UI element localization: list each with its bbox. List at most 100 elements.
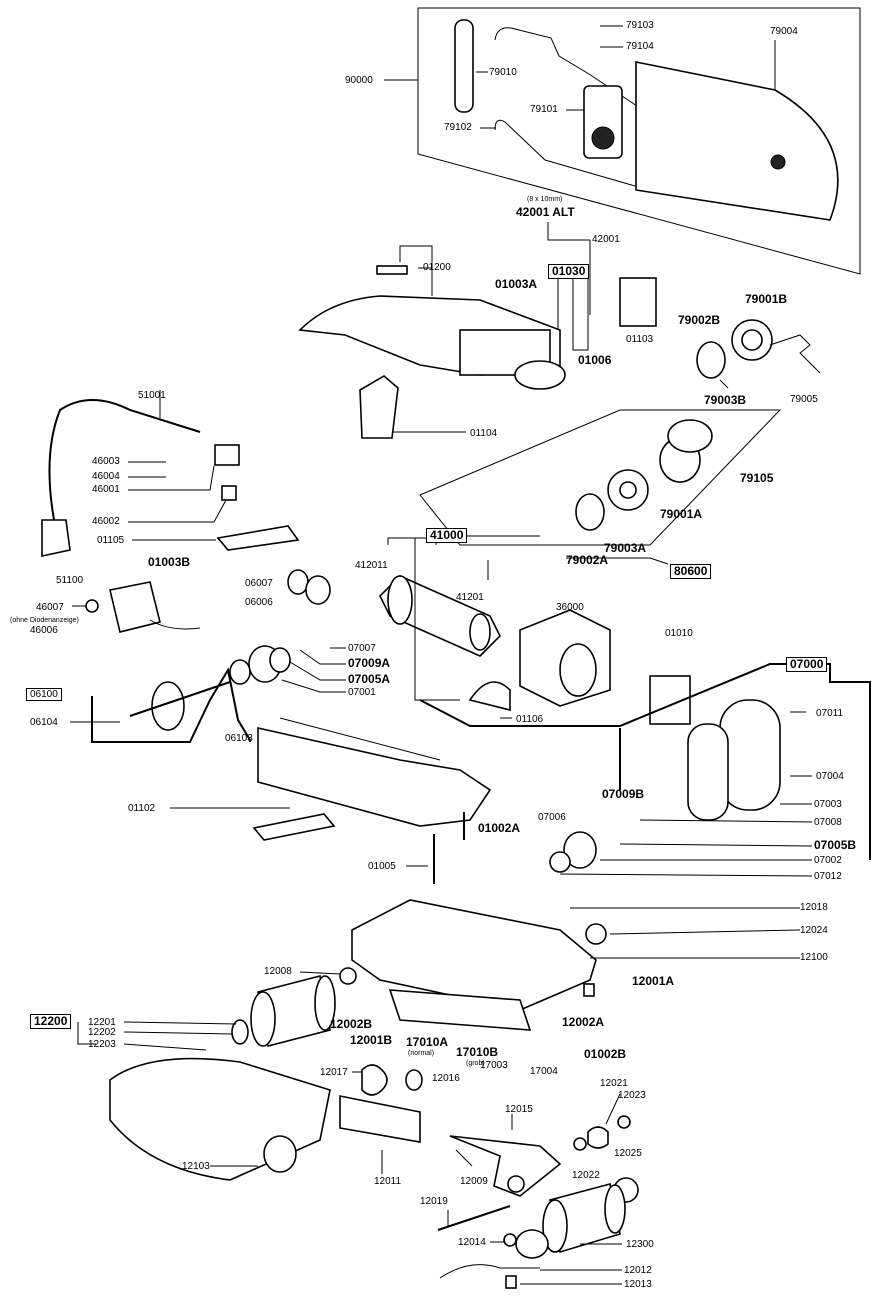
part-12100-frame bbox=[351, 899, 597, 1031]
part-01105 bbox=[216, 525, 300, 551]
label-12016: 12016 bbox=[432, 1073, 460, 1084]
label-42001: 42001 bbox=[592, 234, 620, 245]
label-01010: 01010 bbox=[665, 628, 693, 639]
label-12300: 12300 bbox=[626, 1239, 654, 1250]
label-36000: 36000 bbox=[556, 602, 584, 613]
label-12019: 12019 bbox=[420, 1196, 448, 1207]
label-12103: 12103 bbox=[182, 1161, 210, 1172]
part-79002b-ring bbox=[696, 341, 726, 379]
label-01105: 01105 bbox=[97, 535, 125, 546]
label-79003a: 79003A bbox=[604, 541, 647, 555]
label-12015: 12015 bbox=[505, 1104, 533, 1115]
label-01104: 01104 bbox=[470, 428, 498, 439]
label-46003: 46003 bbox=[92, 456, 120, 467]
label-42001-alt: 42001 ALT bbox=[516, 205, 575, 219]
label-12014: 12014 bbox=[458, 1237, 486, 1248]
label-79104: 79104 bbox=[626, 41, 654, 52]
label-79001b: 79001B bbox=[745, 292, 788, 306]
label-07005b: 07005B bbox=[814, 838, 857, 852]
part-79105-elbow bbox=[659, 419, 713, 483]
label-12012: 12012 bbox=[624, 1265, 652, 1276]
label-12002a: 12002A bbox=[562, 1015, 605, 1029]
label-12203: 12203 bbox=[88, 1039, 116, 1050]
part-79004-cover bbox=[635, 40, 839, 221]
label-90000: 90000 bbox=[345, 75, 373, 86]
part-79001b-adapter bbox=[731, 319, 821, 374]
label-46006: 46006 bbox=[30, 625, 58, 636]
label-12011: 12011 bbox=[374, 1176, 402, 1187]
label-17010b: 17010B bbox=[456, 1045, 499, 1059]
part-12012-wire bbox=[439, 1264, 540, 1279]
label-12017: 12017 bbox=[320, 1067, 348, 1078]
label-07002: 07002 bbox=[814, 855, 842, 866]
label-01003b: 01003B bbox=[148, 555, 191, 569]
label-07009b: 07009B bbox=[602, 787, 645, 801]
label-41000: 41000 bbox=[426, 528, 468, 543]
label-01106: 01106 bbox=[516, 714, 544, 725]
label-17004: 17004 bbox=[530, 1066, 558, 1077]
label-07008: 07008 bbox=[814, 817, 842, 828]
part-07001-pulley bbox=[248, 645, 291, 683]
part-07004-belt bbox=[687, 699, 781, 821]
part-07002-pulley bbox=[549, 831, 597, 873]
label-01102: 01102 bbox=[128, 803, 156, 814]
part-lower-housing bbox=[257, 717, 492, 827]
part-06100-drive bbox=[129, 681, 231, 731]
label-06100: 06100 bbox=[26, 688, 62, 701]
label-79002a: 79002A bbox=[566, 553, 609, 567]
label-01103: 01103 bbox=[626, 334, 654, 345]
part-51001-cable bbox=[48, 399, 201, 541]
label-06007: 06007 bbox=[245, 578, 273, 589]
label-01200: 01200 bbox=[423, 262, 451, 273]
part-01102 bbox=[252, 813, 336, 841]
label-06103: 06103 bbox=[225, 733, 253, 744]
label-79105: 79105 bbox=[740, 471, 774, 485]
part-01104 bbox=[359, 375, 399, 439]
part-12008-roller bbox=[250, 975, 336, 1047]
label-12202: 12202 bbox=[88, 1027, 116, 1038]
part-01106 bbox=[468, 681, 511, 712]
label-01030: 01030 bbox=[548, 264, 590, 279]
part-51100-switch bbox=[109, 581, 201, 633]
label-01006: 01006 bbox=[578, 353, 612, 367]
label-79002b: 79002B bbox=[678, 313, 721, 327]
label-01002b: 01002B bbox=[584, 1047, 627, 1061]
label-07006: 07006 bbox=[538, 812, 566, 823]
part-79101 bbox=[566, 85, 623, 159]
label-12001b: 12001B bbox=[350, 1033, 393, 1047]
label-12024: 12024 bbox=[800, 925, 828, 936]
label-12018: 12018 bbox=[800, 902, 828, 913]
label-12022: 12022 bbox=[572, 1170, 600, 1181]
label-46001: 46001 bbox=[92, 484, 120, 495]
label-12009: 12009 bbox=[460, 1176, 488, 1187]
label-07009a: 07009A bbox=[348, 656, 391, 670]
label-07000: 07000 bbox=[786, 657, 828, 672]
label-06006: 06006 bbox=[245, 597, 273, 608]
label-07005a: 07005A bbox=[348, 672, 391, 686]
label-01002a: 01002A bbox=[478, 821, 521, 835]
part-12103-belt bbox=[109, 1057, 331, 1181]
label-51001: 51001 bbox=[138, 390, 166, 401]
label-412011: 412011 bbox=[355, 560, 388, 571]
label-07007: 07007 bbox=[348, 643, 376, 654]
label-12025: 12025 bbox=[614, 1148, 642, 1159]
label-01003a: 01003A bbox=[495, 277, 538, 291]
part-79001a-adapter bbox=[607, 469, 649, 511]
label-41201: 41201 bbox=[456, 592, 484, 603]
part-41000-armature bbox=[379, 575, 501, 657]
label-46004: 46004 bbox=[92, 471, 120, 482]
label-12201: 12201 bbox=[88, 1017, 116, 1028]
label-79003b: 79003B bbox=[704, 393, 747, 407]
label-12001a: 12001A bbox=[632, 974, 675, 988]
label-12023: 12023 bbox=[618, 1090, 646, 1101]
label-12013: 12013 bbox=[624, 1279, 652, 1290]
part-01200-housing bbox=[298, 245, 566, 390]
label-07003: 07003 bbox=[814, 799, 842, 810]
part-12019-rod bbox=[437, 1205, 511, 1231]
label-12002b: 12002B bbox=[330, 1017, 373, 1031]
label-12200: 12200 bbox=[30, 1014, 72, 1029]
label-80600: 80600 bbox=[670, 564, 712, 579]
label-79010: 79010 bbox=[489, 67, 517, 78]
label-12100: 12100 bbox=[800, 952, 828, 963]
label-ohne-diodenanzeige: (ohne Diodenanzeige) bbox=[10, 617, 79, 624]
